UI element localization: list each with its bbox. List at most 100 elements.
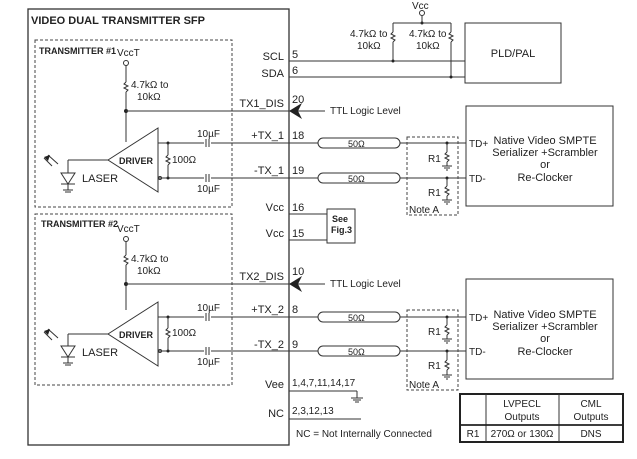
sfp-module-box [27, 8, 290, 446]
pin-number-tx1-plus: 18 [292, 130, 304, 142]
table-header-lvpecl-1: LVPECL [503, 399, 541, 410]
vcct-2-label: VccT [117, 224, 140, 235]
channel-1: 50Ω 50Ω R1 R1 Note A TD+ TD- Native Vide… [289, 105, 614, 216]
pin-number-tx2-dis: 10 [292, 266, 304, 278]
pin-number-scl: 5 [292, 49, 298, 61]
see-fig-line2: Fig.3 [331, 225, 352, 235]
pin-number-tx2-minus: 9 [292, 339, 298, 351]
sda-pullup-value-a: 4.7kΩ to [409, 29, 447, 40]
r1-2-bottom-label: R1 [428, 361, 441, 372]
cap-1-top-label: 10µF [197, 129, 220, 140]
driver-2-label: DRIVER [119, 330, 154, 340]
pin-number-nc: 2,3,12,13 [292, 406, 334, 417]
pin-number-tx2-plus: 8 [292, 304, 298, 316]
nc-note: NC = Not Internally Connected [296, 429, 432, 440]
vcct-1-terminal [123, 60, 129, 66]
receiver-1-line1: Native Video SMPTE [493, 135, 596, 147]
transmitter-1-box [34, 39, 233, 208]
r1-table-frame [459, 393, 624, 443]
note-a-2-box [406, 309, 459, 391]
pld-pal-box [464, 22, 562, 84]
driver-1-label: DRIVER [119, 156, 154, 166]
receiver-2-line1: Native Video SMPTE [493, 309, 596, 321]
ttl-label-1: TTL Logic Level [330, 106, 401, 117]
td-minus-2-label: TD- [469, 347, 486, 358]
r1-2-top-label: R1 [428, 327, 441, 338]
receiver-2-line4: Re-Clocker [517, 346, 572, 358]
td-minus-1-label: TD- [469, 174, 486, 185]
ground-icon [351, 397, 363, 403]
table-header-cml-1: CML [580, 399, 602, 410]
pin-name-vee: Vee [265, 379, 284, 391]
pin-name-tx2-dis: TX2_DIS [239, 271, 284, 283]
pin-name-vcc-15: Vcc [266, 228, 285, 240]
transmitter-2-box [34, 213, 233, 386]
table-header-cml-2: Outputs [573, 412, 608, 423]
receiver-1-line2: Serializer +Scrambler [492, 147, 598, 159]
note-a-2-label: Note A [409, 380, 439, 391]
table-header-lvpecl-2: Outputs [504, 412, 539, 423]
r1-2-bottom-icon [443, 359, 451, 371]
td-plus-2-label: TD+ [469, 313, 488, 324]
termination-resistor-2-icon [164, 327, 172, 339]
r1-1-top-label: R1 [428, 154, 441, 165]
tline-2-top-label: 50Ω [348, 313, 365, 323]
transmitter-1-title: TRANSMITTER #1 [39, 46, 116, 56]
table-cell-r1: R1 [467, 429, 480, 440]
r1-1-top-icon [443, 151, 451, 163]
pld-pal-label: PLD/PAL [491, 48, 535, 60]
receiver-2-line3: or [540, 333, 550, 345]
pullup-1-value-b: 10kΩ [137, 92, 161, 103]
pin-number-sda: 6 [292, 65, 298, 77]
r1-1-bottom-icon [443, 185, 451, 197]
pin-list: SCL 5 SDA 6 TX1_DIS 20 +TX_1 18 -TX_1 19… [239, 49, 465, 440]
vcc-terminal [419, 10, 425, 16]
note-a-1-box [406, 136, 459, 216]
tline-1-bottom-label: 50Ω [348, 174, 365, 184]
sda-pullup-resistor-icon [447, 31, 455, 43]
pin-name-sda: SDA [261, 68, 284, 80]
transmitter-2: TRANSMITTER #2 VccT 4.7kΩ to 10kΩ DRIVER… [34, 213, 289, 386]
laser-2-emission-icon [43, 328, 59, 341]
scl-pullup-resistor-icon [389, 31, 397, 43]
r1-1-bottom-label: R1 [428, 188, 441, 199]
pin-number-vcc-15: 15 [292, 228, 304, 240]
r1-table: LVPECL Outputs CML Outputs R1 270Ω or 13… [459, 393, 624, 443]
pin-name-tx1-minus: -TX_1 [254, 165, 284, 177]
transmitter-2-title: TRANSMITTER #2 [41, 219, 118, 229]
receiver-1-box [465, 105, 614, 207]
tx1-disable-input: TTL Logic Level [289, 103, 401, 119]
pullup-2-value-a: 4.7kΩ to [131, 254, 169, 265]
pullup-resistor-2-icon [122, 254, 130, 266]
tx2-disable-input: TTL Logic Level [289, 276, 401, 292]
pin-name-scl: SCL [263, 51, 284, 63]
laser-1-emission-icon [43, 154, 59, 167]
cap-1-bottom-label: 10µF [197, 184, 220, 195]
pin-name-tx2-plus: +TX_2 [251, 304, 284, 316]
termination-1-label: 100Ω [172, 155, 197, 166]
vcct-1-label: VccT [117, 48, 140, 59]
laser-2-label: LASER [82, 347, 118, 359]
driver-1-icon [107, 127, 159, 193]
ttl-label-2: TTL Logic Level [330, 279, 401, 290]
tline-2-bottom-label: 50Ω [348, 347, 365, 357]
driver-2-icon [107, 301, 159, 367]
see-fig-line1: See [332, 214, 348, 224]
cap-2-bottom-label: 10µF [197, 357, 220, 368]
pin-number-vee: 1,4,7,11,14,17 [292, 378, 356, 389]
termination-resistor-1-icon [164, 154, 172, 166]
termination-2-label: 100Ω [172, 328, 197, 339]
pin-number-tx1-dis: 20 [292, 94, 304, 106]
vcc-top-label: Vcc [412, 1, 429, 12]
scl-pullup-value-a: 4.7kΩ to [350, 29, 388, 40]
pin-name-tx2-minus: -TX_2 [254, 339, 284, 351]
laser-1-label: LASER [82, 173, 118, 185]
receiver-2-line2: Serializer +Scrambler [492, 321, 598, 333]
see-fig-box [326, 208, 356, 244]
pullup-resistor-1-icon [122, 81, 130, 93]
sda-pullup-value-b: 10kΩ [416, 41, 440, 52]
pin-number-vcc-16: 16 [292, 202, 304, 214]
table-cell-lvpecl-value: 270Ω or 130Ω [491, 429, 554, 440]
pullup-1-value-a: 4.7kΩ to [131, 80, 169, 91]
